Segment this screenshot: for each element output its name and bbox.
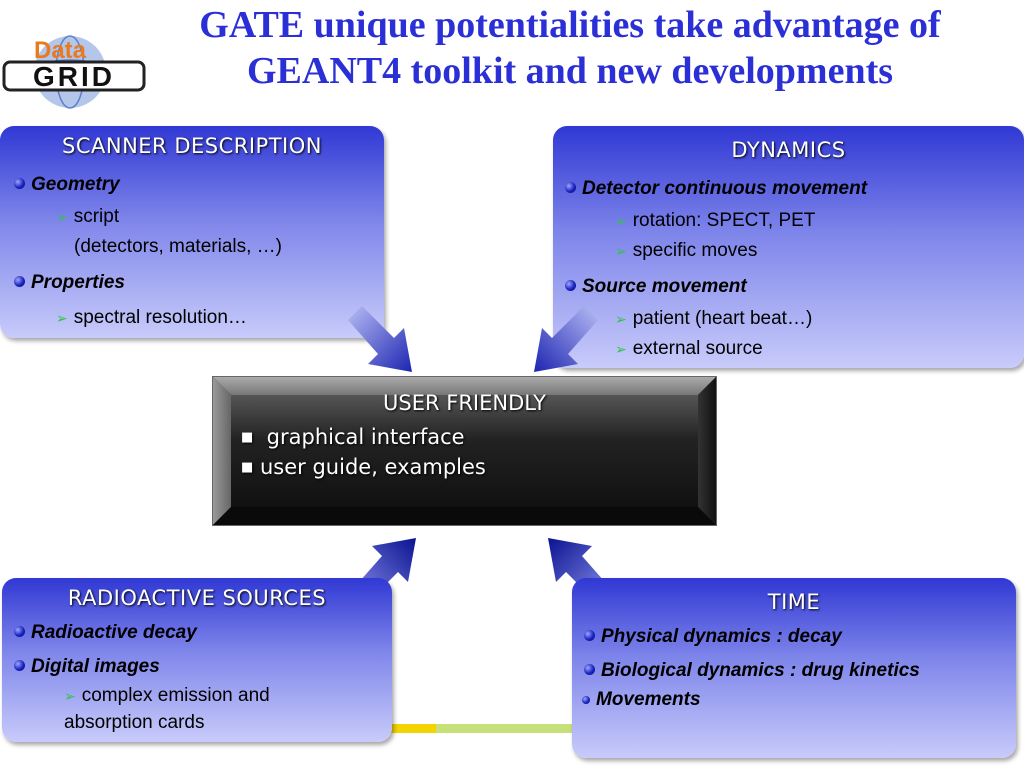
slide-title-line2: GEANT4 toolkit and new developments <box>246 50 894 92</box>
arrowhead-bullet-icon: ➢ <box>615 341 627 357</box>
dynamics-sub-patient: ➢patient (heart beat…) <box>615 308 813 329</box>
sources-item-digital-images: Digital images <box>14 656 160 678</box>
scanner-sub-detectors: (detectors, materials, …) <box>74 236 282 257</box>
arrowhead-bullet-icon: ➢ <box>56 209 68 225</box>
arrow-down-right-icon <box>348 306 412 372</box>
arrowhead-bullet-icon: ➢ <box>64 688 76 704</box>
decorative-stripe <box>380 724 580 733</box>
round-bullet-icon <box>582 696 590 704</box>
round-bullet-icon <box>14 178 25 189</box>
sources-heading: RADIOACTIVE SOURCES <box>67 586 327 610</box>
scanner-item-properties: Properties <box>14 272 125 294</box>
user-friendly-box: USER FRIENDLY ■ graphical interface ■ us… <box>213 377 716 525</box>
scanner-sub-spectral: ➢spectral resolution… <box>56 307 247 328</box>
dynamics-heading: DYNAMICS <box>731 138 846 162</box>
dynamics-panel: DYNAMICS Detector continuous movement ➢r… <box>553 126 1024 368</box>
arrow-down-left-icon <box>534 306 598 372</box>
logo-word-grid: GRID <box>33 61 115 92</box>
time-item-movements: Movements <box>582 689 701 711</box>
scanner-description-panel: SCANNER DESCRIPTION Geometry ➢script (de… <box>0 126 384 338</box>
sources-sub-absorption: absorption cards <box>64 712 205 733</box>
dynamics-item-source: Source movement <box>565 276 747 298</box>
radioactive-sources-panel: RADIOACTIVE SOURCES Radioactive decay Di… <box>2 578 392 742</box>
time-panel: TIME Physical dynamics : decay Biologica… <box>572 578 1016 758</box>
square-bullet-icon: ■ <box>241 460 254 475</box>
arrowhead-bullet-icon: ➢ <box>615 311 627 327</box>
round-bullet-icon <box>14 626 25 637</box>
logo-word-data: Data <box>34 37 87 64</box>
arrowhead-bullet-icon: ➢ <box>615 213 627 229</box>
round-bullet-icon <box>14 276 25 287</box>
dynamics-sub-external: ➢external source <box>615 338 763 359</box>
round-bullet-icon <box>584 664 595 675</box>
round-bullet-icon <box>565 280 576 291</box>
scanner-heading: SCANNER DESCRIPTION <box>62 134 322 158</box>
user-friendly-heading: USER FRIENDLY <box>383 391 546 415</box>
time-heading: TIME <box>767 590 821 614</box>
user-friendly-item-graphical: ■ graphical interface <box>241 425 465 449</box>
scanner-item-geometry: Geometry <box>14 174 120 196</box>
scanner-sub-script: ➢script <box>56 206 120 227</box>
arrowhead-bullet-icon: ➢ <box>615 243 627 259</box>
dynamics-sub-rotation: ➢rotation: SPECT, PET <box>615 210 816 231</box>
dynamics-item-detector: Detector continuous movement <box>565 178 867 200</box>
square-bullet-icon: ■ <box>241 430 254 445</box>
time-item-biological: Biological dynamics : drug kinetics <box>584 660 920 682</box>
sources-sub-complex: ➢complex emission and <box>64 685 270 706</box>
round-bullet-icon <box>14 660 25 671</box>
round-bullet-icon <box>565 182 576 193</box>
slide-title: GATE unique potentialities take advantag… <box>120 2 1020 94</box>
arrowhead-bullet-icon: ➢ <box>56 310 68 326</box>
round-bullet-icon <box>584 630 595 641</box>
sources-item-decay: Radioactive decay <box>14 622 197 644</box>
user-friendly-item-guide: ■ user guide, examples <box>241 455 486 479</box>
datagrid-logo: Data GRID <box>2 30 147 110</box>
slide-title-line1: GATE unique potentialities take advantag… <box>199 4 941 46</box>
dynamics-sub-specific: ➢specific moves <box>615 240 758 261</box>
time-item-physical: Physical dynamics : decay <box>584 626 842 648</box>
